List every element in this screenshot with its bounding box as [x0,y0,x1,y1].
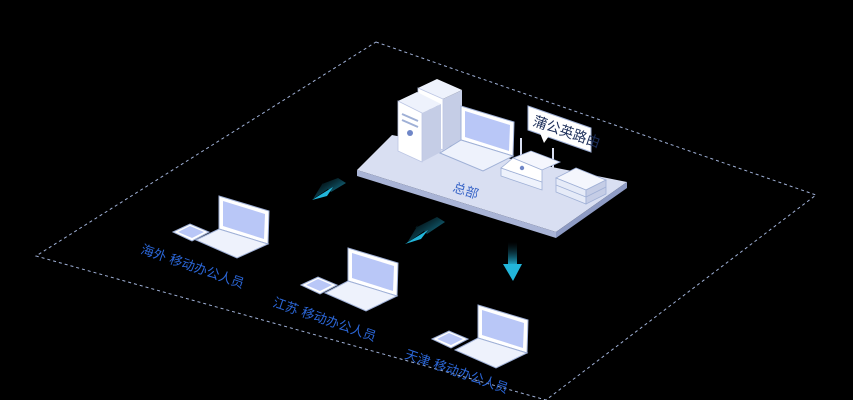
router-label: 蒲公英路由 [531,113,603,152]
server-icon [397,92,441,163]
phone-icon [299,276,339,295]
router-label-callout: 蒲公英路由 [527,105,603,153]
arrow-to-overseas [312,178,346,200]
laptop-icon [438,105,515,172]
remote-site-jiangsu: 江苏 移动办公人员 [271,247,399,345]
remote-site-tianjin: 天津 移动办公人员 [403,304,529,397]
router-icon [500,138,562,191]
switch-stack-icon [555,167,607,205]
phone-icon [171,223,211,242]
laptop-icon [194,195,270,259]
remote-site-overseas: 海外 移动办公人员 [139,195,270,292]
laptop-icon [453,304,529,369]
phone-icon [430,330,470,349]
arrow-to-tianjin [503,242,522,281]
arrow-to-jiangsu [405,217,445,244]
laptop-icon [323,247,399,312]
